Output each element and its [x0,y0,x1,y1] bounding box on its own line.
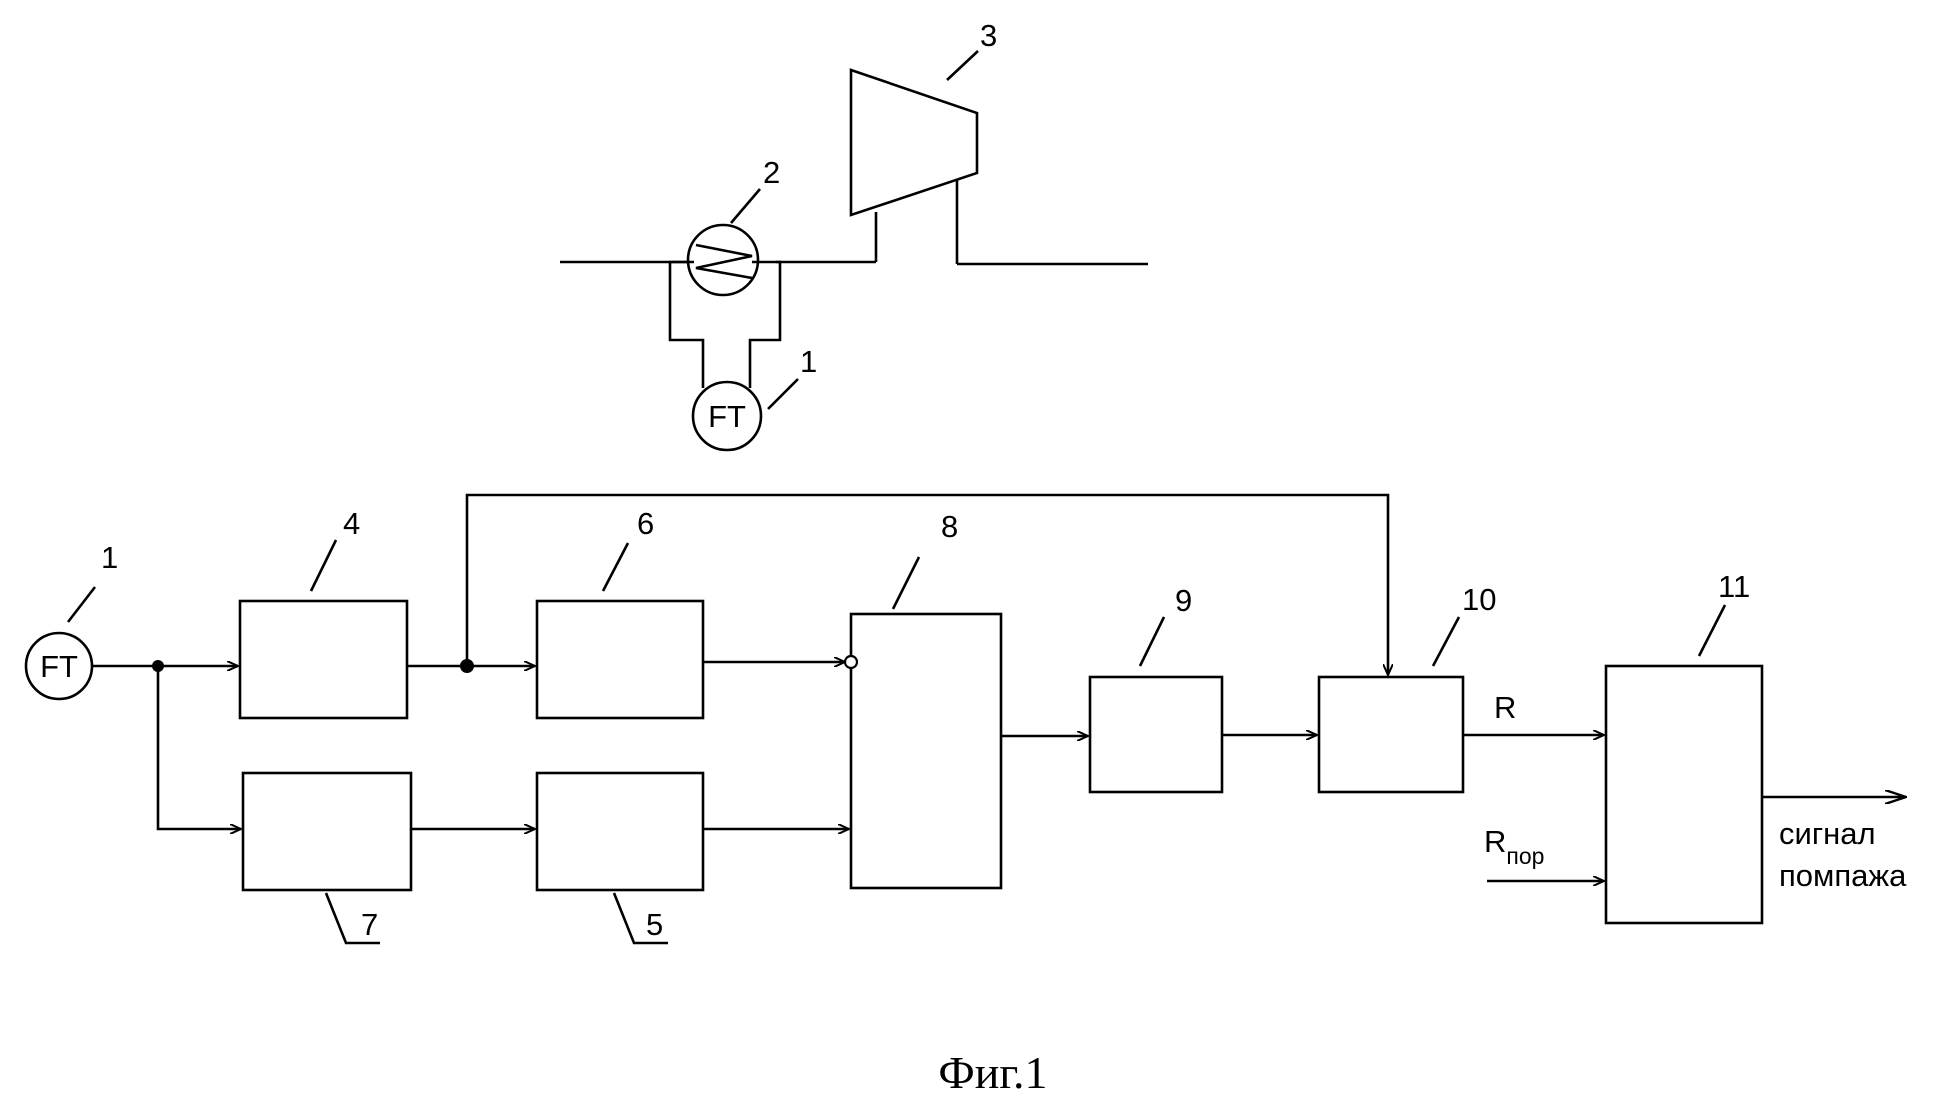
leader-line [603,543,628,591]
label-6: 6 [637,506,654,541]
leader-line [311,540,336,591]
label-7: 7 [361,907,378,942]
flow-transmitter-top-tag: FT [708,399,746,434]
block-5 [537,773,703,890]
block-10 [1319,677,1463,792]
junction-dot [460,659,474,673]
leader-line [731,189,760,223]
block-8 [851,614,1001,888]
label-4: 4 [343,506,360,541]
inverting-input [845,656,857,668]
label-1-top: 1 [800,344,817,379]
leader-line [893,557,919,609]
leader-line [768,379,798,409]
label-3: 3 [980,18,997,53]
label-5: 5 [646,907,663,942]
block-6 [537,601,703,718]
signal-r-threshold-main: R [1484,824,1506,859]
output-signal-line1: сигнал [1779,816,1876,851]
block-11 [1606,666,1762,923]
output-signal-line2: помпажа [1779,858,1907,893]
flow-transmitter-left-tag: FT [40,649,78,684]
block-9 [1090,677,1222,792]
label-11: 11 [1718,569,1750,604]
process-schematic: FT 2 3 1 [560,18,1148,450]
signal-line [158,666,241,829]
signal-r-threshold-label: Rпор [1484,824,1544,869]
impulse-line-right [750,262,780,388]
leader-line [1699,605,1725,656]
leader-line [947,51,978,80]
leader-line [1433,617,1459,666]
flowmeter-symbol [688,225,758,295]
leader-line [1140,617,1164,666]
label-9: 9 [1175,583,1192,618]
label-1-left: 1 [101,540,118,575]
junction-dot [152,660,164,672]
leader-line [68,587,95,622]
signal-r-threshold-sub: пор [1506,843,1544,869]
figure-caption: Фиг.1 [938,1047,1047,1098]
block-diagram: FT 1 4 6 8 9 [26,495,1907,943]
block-7 [243,773,411,890]
signal-r-label: R [1494,690,1516,725]
label-8: 8 [941,509,958,544]
label-10: 10 [1462,582,1496,617]
block-4 [240,601,407,718]
label-2: 2 [763,155,780,190]
